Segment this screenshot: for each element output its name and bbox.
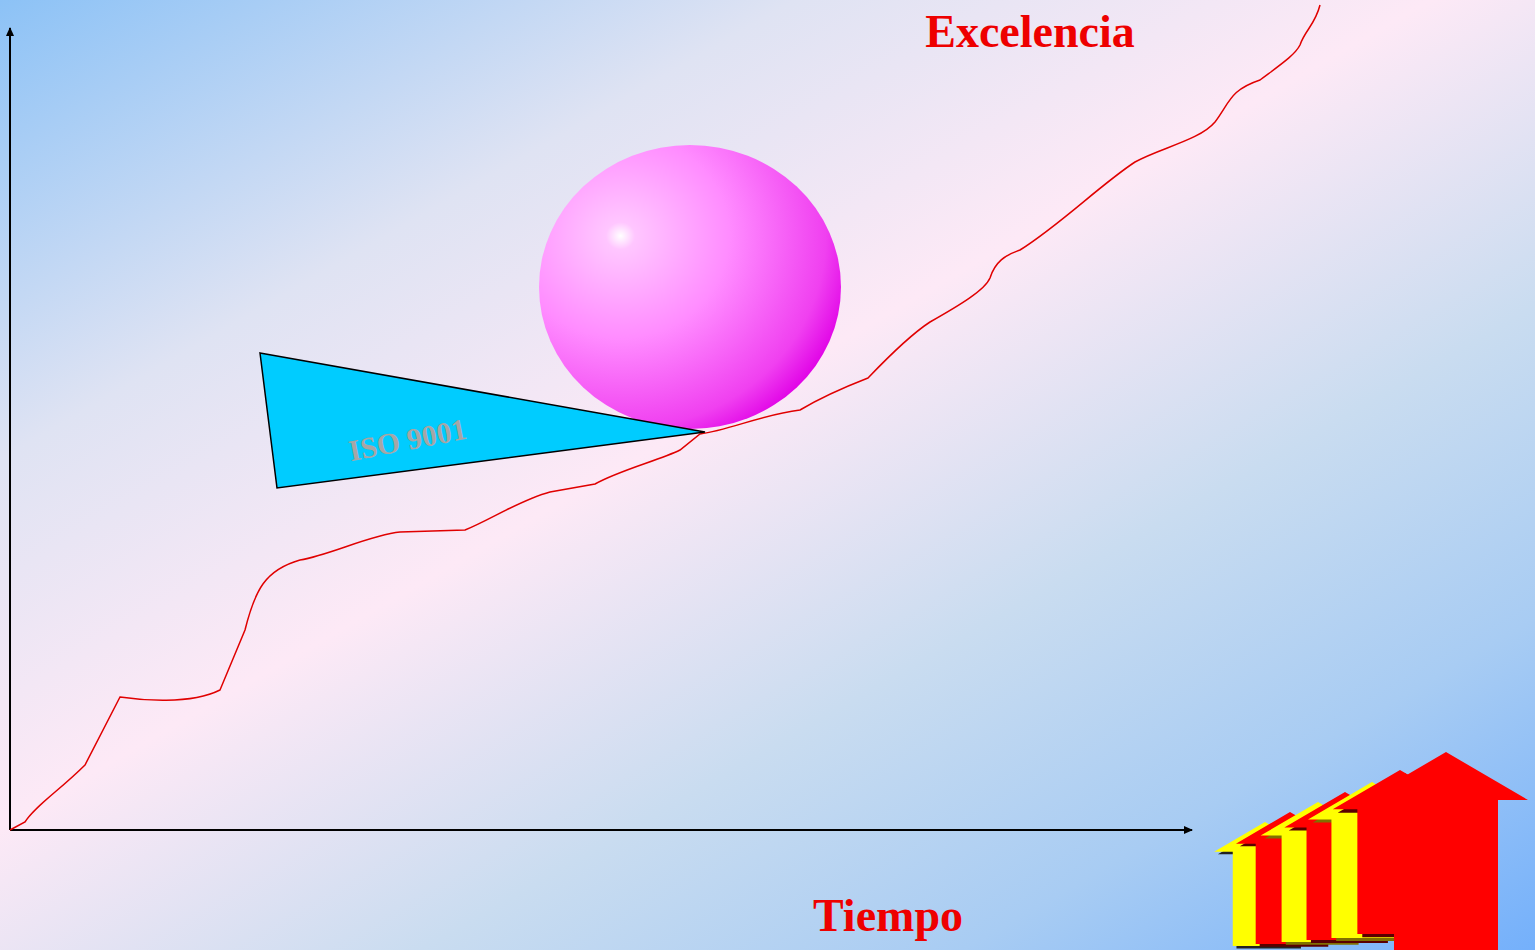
growth-arrows-icon [1214,752,1528,950]
x-axis-label: Tiempo [813,893,963,939]
wedge-shape [258,351,708,491]
wedge-outline [260,353,705,488]
excellence-curve [10,5,1320,830]
y-axis-label: Excelencia [925,9,1135,55]
x-axis [10,829,1192,831]
iso-wedge: ISO 9001 [258,351,708,491]
sphere [539,145,841,429]
y-axis [9,28,11,830]
